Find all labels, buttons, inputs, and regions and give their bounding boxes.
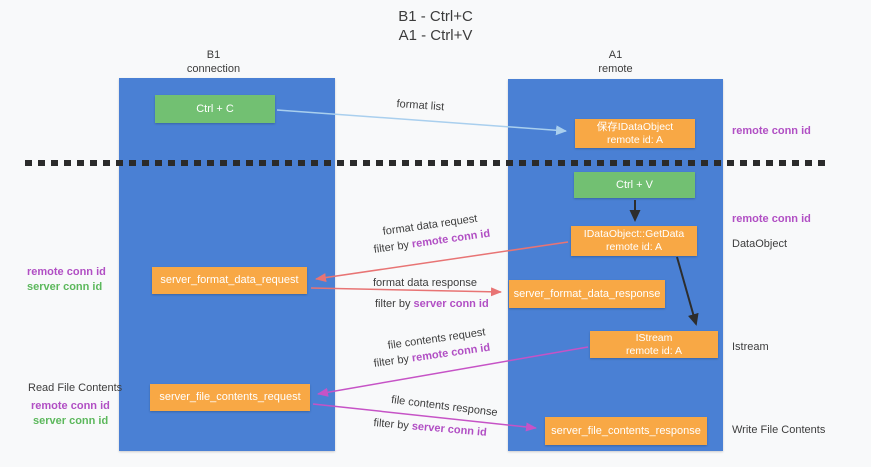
filter-by-value: server conn id xyxy=(411,420,488,439)
filter-by-prefix: filter by xyxy=(375,298,414,310)
right-header-name: A1 xyxy=(608,49,623,61)
filter-by-prefix: filter by xyxy=(373,352,413,370)
left-remote-conn-id-bottom: remote conn id xyxy=(31,400,110,412)
left-header-role: connection xyxy=(186,63,241,75)
ctrl-c-label: Ctrl + C xyxy=(196,102,234,115)
right-istream-label: Istream xyxy=(732,341,769,353)
left-server-conn-id-bottom: server conn id xyxy=(33,415,109,427)
file-contents-response-filter-label: filter by server conn id xyxy=(373,417,487,440)
istream-line1: IStream xyxy=(635,331,673,344)
format-data-response-arrow-label: format data response xyxy=(373,277,477,289)
ctrl-v-box: Ctrl + V xyxy=(574,172,695,198)
phase-separator-dashed-line xyxy=(25,160,830,166)
getdata-line1: IDataObject::GetData xyxy=(583,228,685,240)
filter-by-value: server conn id xyxy=(413,298,489,310)
ctrl-v-label: Ctrl + V xyxy=(616,178,653,191)
server-format-data-response-label: server_format_data_response xyxy=(513,287,661,300)
format-list-arrow-label: format list xyxy=(396,98,445,114)
filter-by-prefix: filter by xyxy=(372,417,413,433)
left-server-conn-id-mid: server conn id xyxy=(27,281,103,293)
idataobject-getdata-box: IDataObject::GetData remote id: A xyxy=(571,226,697,256)
server-file-contents-response-box: server_file_contents_response xyxy=(545,417,707,445)
right-remote-conn-id-mid: remote conn id xyxy=(732,213,811,225)
server-format-data-request-label: server_format_data_request xyxy=(160,274,299,286)
server-format-data-response-box: server_format_data_response xyxy=(509,280,665,308)
ctrl-c-box: Ctrl + C xyxy=(155,95,275,123)
server-file-contents-request-label: server_file_contents_request xyxy=(159,391,301,403)
server-file-contents-request-box: server_file_contents_request xyxy=(150,384,310,411)
right-header-role: remote xyxy=(598,63,633,75)
save-idataobject-line1: 保存IDataObject xyxy=(596,120,674,133)
server-format-data-request-box: server_format_data_request xyxy=(152,267,307,294)
left-read-file-contents-label: Read File Contents xyxy=(28,382,123,394)
server-file-contents-response-label: server_file_contents_response xyxy=(551,424,701,437)
file-contents-response-arrow-label: file contents response xyxy=(390,394,499,419)
left-remote-conn-id-mid: remote conn id xyxy=(27,266,106,278)
right-column-header: A1 remote xyxy=(508,48,723,76)
right-remote-conn-id-top: remote conn id xyxy=(732,125,811,137)
filter-by-prefix: filter by xyxy=(373,238,413,256)
right-write-file-contents-label: Write File Contents xyxy=(732,424,826,436)
save-idataobject-box: 保存IDataObject remote id: A xyxy=(575,119,695,148)
format-data-response-filter-label: filter by server conn id xyxy=(375,298,489,311)
istream-line2: remote id: A xyxy=(625,344,683,357)
save-idataobject-line2: remote id: A xyxy=(606,133,664,146)
left-header-name: B1 xyxy=(206,49,221,61)
left-column-header: B1 connection xyxy=(106,48,321,76)
diagram-title: B1 - Ctrl+C A1 - Ctrl+V xyxy=(0,7,871,45)
istream-box: IStream remote id: A xyxy=(590,331,718,358)
title-line-2: A1 - Ctrl+V xyxy=(398,27,473,44)
getdata-line2: remote id: A xyxy=(605,241,663,253)
right-dataobject-label: DataObject xyxy=(732,238,788,250)
title-line-1: B1 - Ctrl+C xyxy=(398,8,473,25)
